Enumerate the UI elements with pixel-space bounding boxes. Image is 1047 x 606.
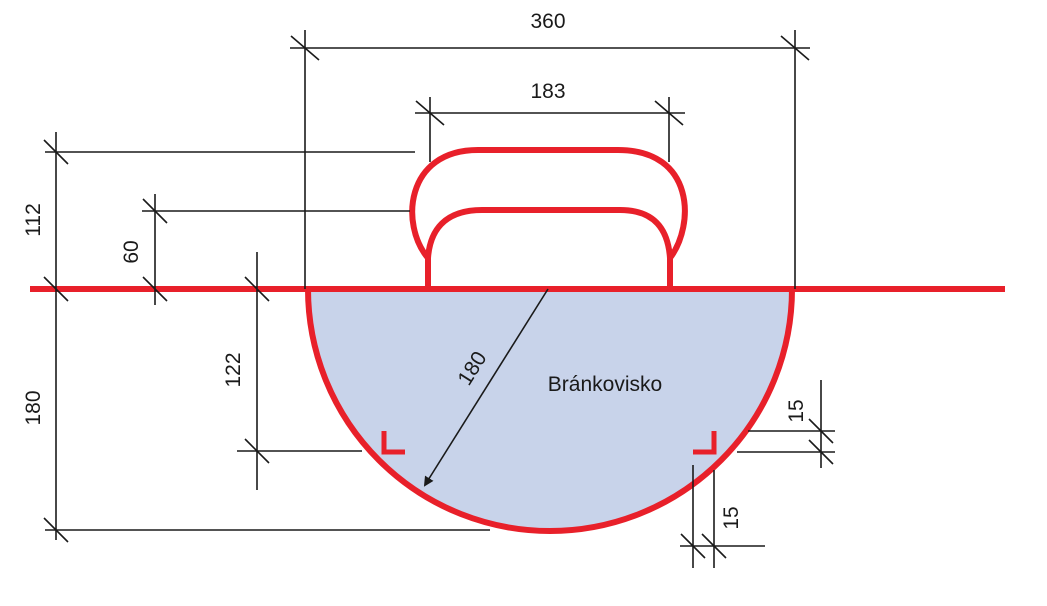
dim-crease-width: 360 <box>530 10 565 33</box>
dim-goal-depth: 112 <box>22 203 45 236</box>
dim-mark-offset: 122 <box>222 352 245 387</box>
crease-mark-right <box>693 431 717 455</box>
crease-arc <box>305 288 795 534</box>
dim-mark-height: 15 <box>785 399 808 422</box>
dim-crease-depth: 180 <box>22 390 45 425</box>
crease-mark-left <box>381 431 405 455</box>
dimension-lines <box>43 30 835 568</box>
dim-goal-inner-depth: 60 <box>120 240 143 263</box>
crease-area <box>308 289 792 531</box>
goal-net-outer <box>409 147 688 289</box>
goal-net-inner <box>425 207 673 259</box>
dim-mark-width: 15 <box>720 506 743 529</box>
crease-label: Bránkovisko <box>548 373 662 396</box>
dim-goal-width: 183 <box>530 80 565 103</box>
